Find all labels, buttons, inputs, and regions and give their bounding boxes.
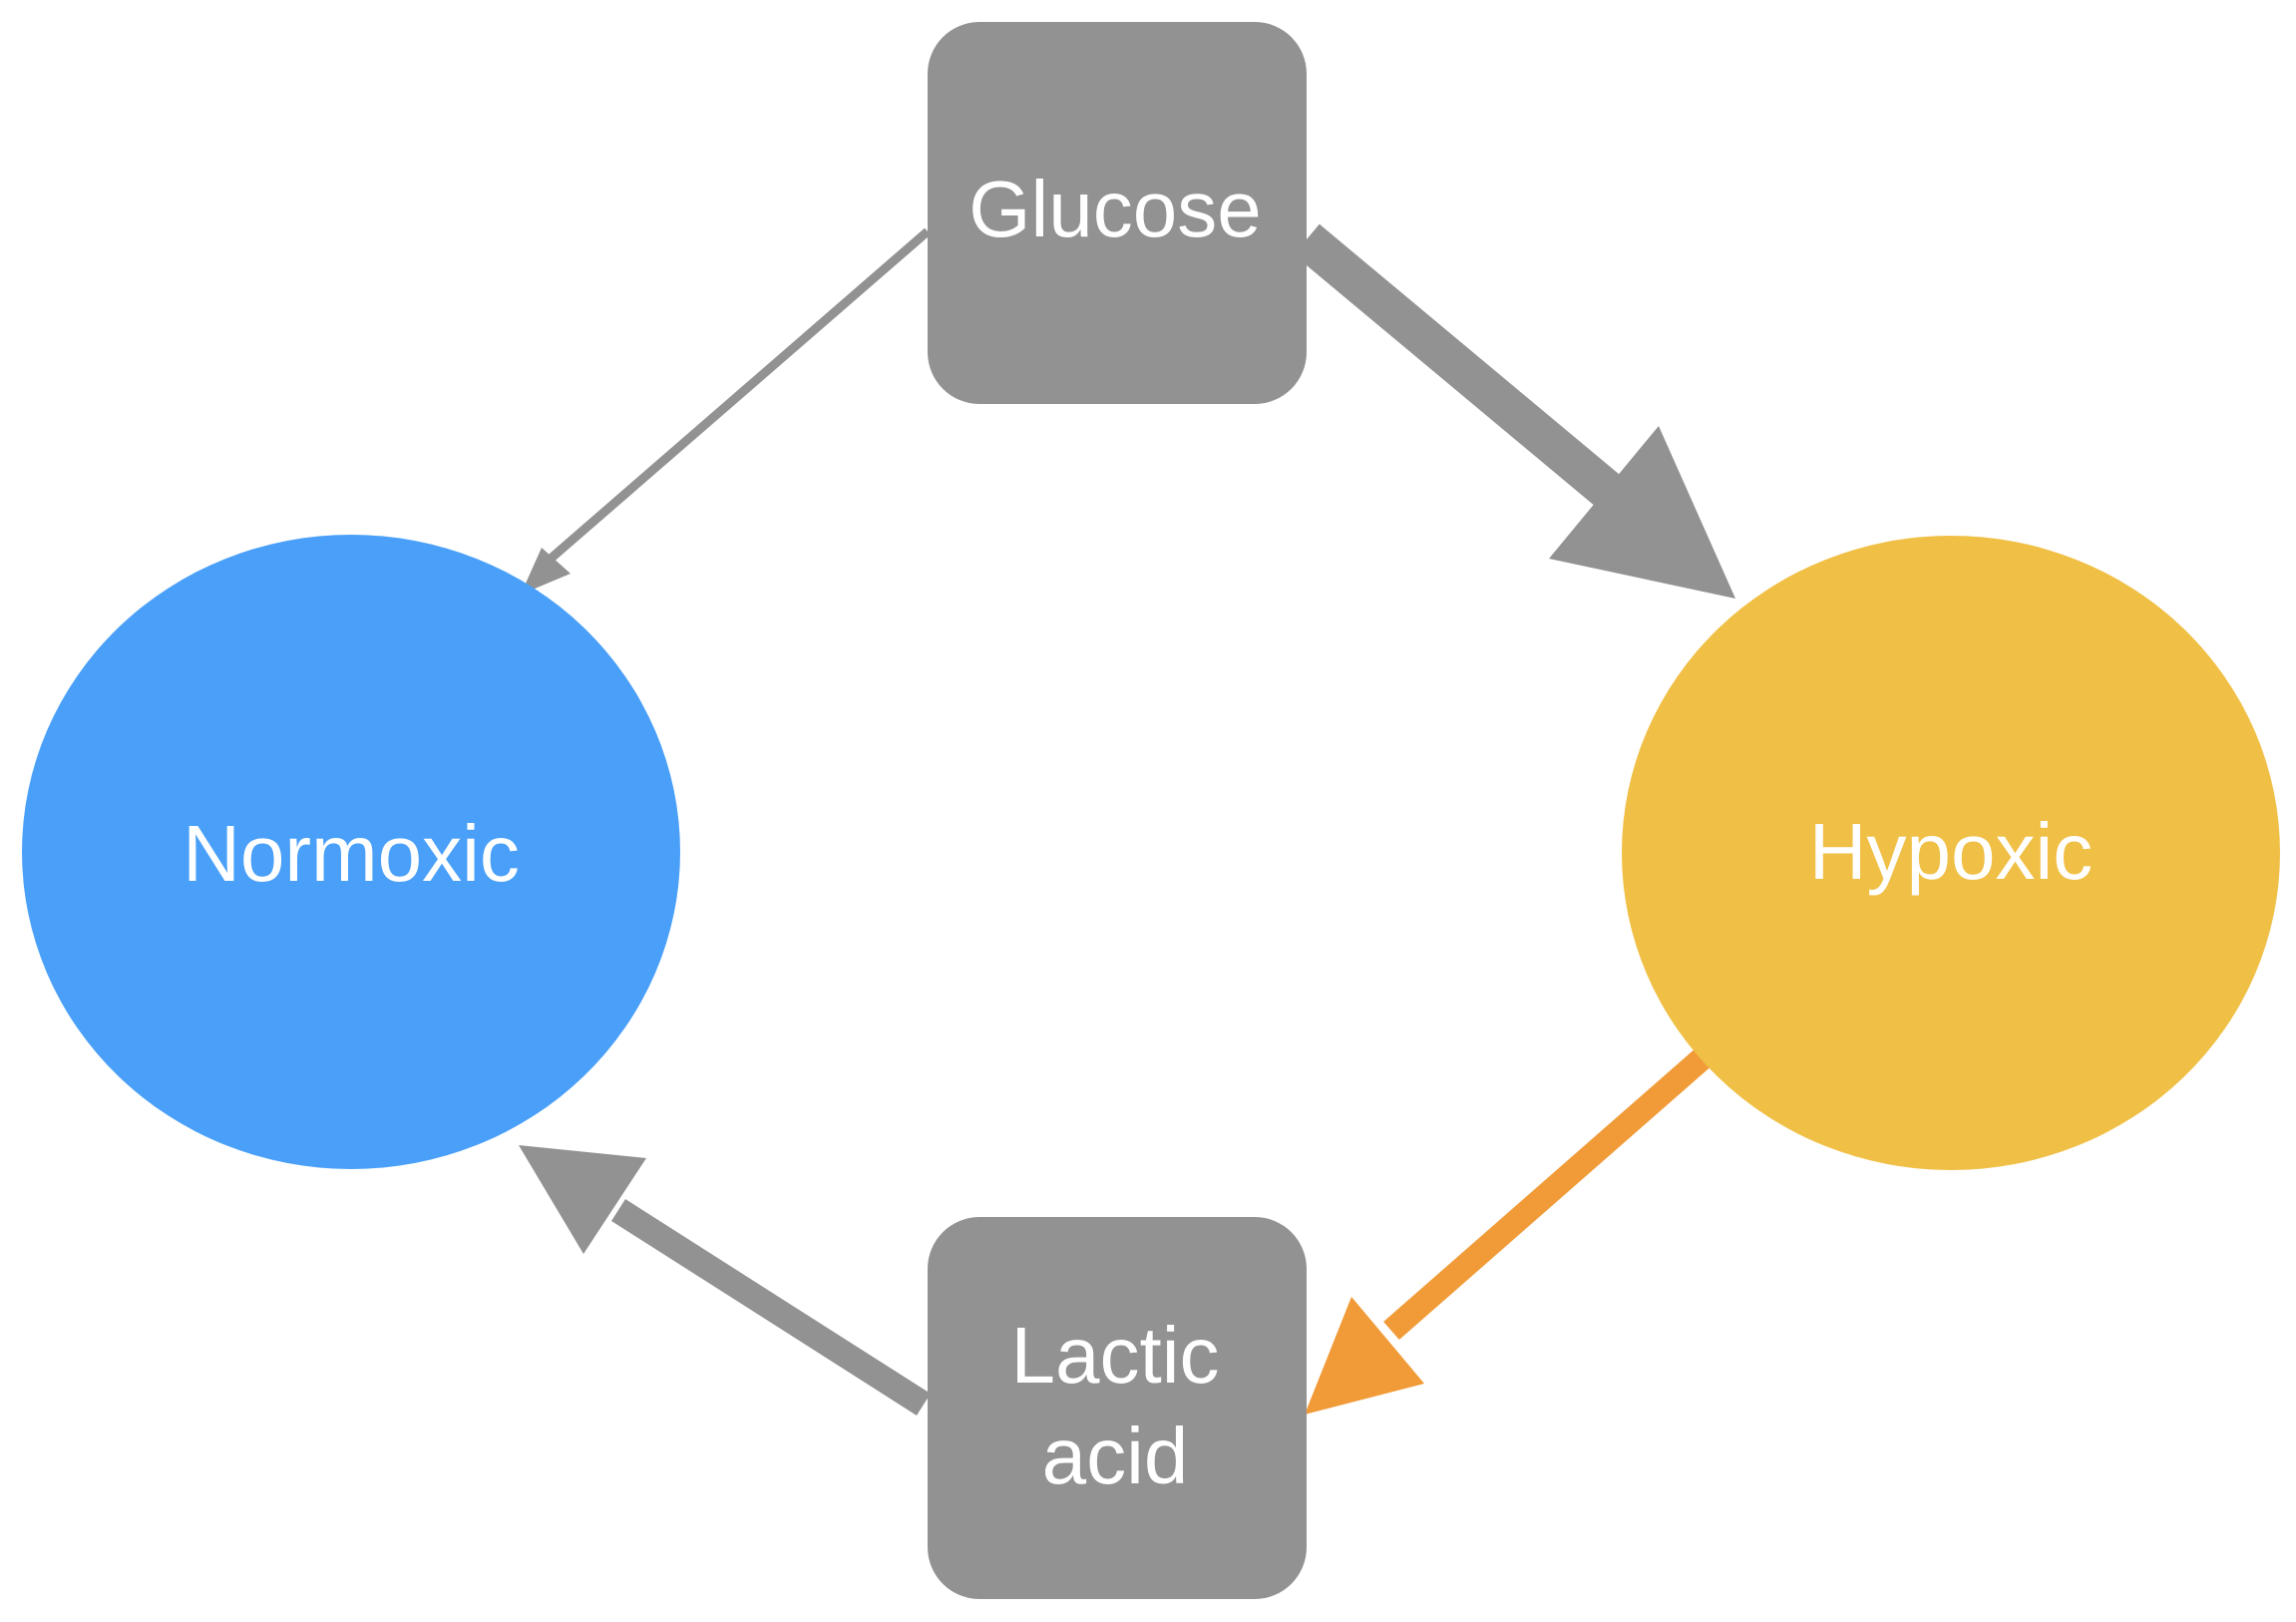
edge-glucose-to-hypoxic (1294, 223, 1735, 599)
node-lactic-acid-box (928, 1217, 1307, 1599)
edge-hypoxic-to-lactic-acid (1305, 1045, 1714, 1415)
node-lactic-acid: Lactic acid (928, 1217, 1307, 1599)
node-normoxic: Normoxic (22, 535, 680, 1169)
edge-hypoxic-to-lactic-acid-shaft (1383, 1045, 1714, 1341)
node-glucose: Glucose (928, 22, 1307, 404)
edge-glucose-to-hypoxic-shaft (1294, 223, 1621, 507)
node-glucose-label: Glucose (968, 165, 1261, 253)
node-lactic-acid-label-line-2: acid (1042, 1412, 1189, 1500)
edge-glucose-to-normoxic-shaft (548, 227, 931, 563)
node-lactic-acid-label-line-1: Lactic (1011, 1311, 1220, 1400)
nodes: Glucose Normoxic Hypoxic Lactic acid (22, 22, 2280, 1599)
edge-hypoxic-to-lactic-acid-arrowhead (1305, 1297, 1424, 1415)
edge-glucose-to-normoxic-arrowhead (521, 548, 571, 595)
node-hypoxic-label: Hypoxic (1809, 807, 2094, 896)
node-glucose-box (928, 22, 1307, 404)
edge-glucose-to-normoxic (521, 227, 931, 595)
node-hypoxic-circle (1622, 536, 2280, 1170)
node-hypoxic: Hypoxic (1622, 536, 2280, 1170)
node-normoxic-circle (22, 535, 680, 1169)
edge-glucose-to-hypoxic-arrowhead (1549, 426, 1735, 599)
edges (519, 223, 1735, 1416)
edge-lactic-acid-to-normoxic-arrowhead (519, 1145, 646, 1254)
edge-lactic-acid-to-normoxic-shaft (611, 1199, 931, 1416)
node-normoxic-label: Normoxic (183, 809, 520, 898)
edge-lactic-acid-to-normoxic (519, 1145, 931, 1416)
